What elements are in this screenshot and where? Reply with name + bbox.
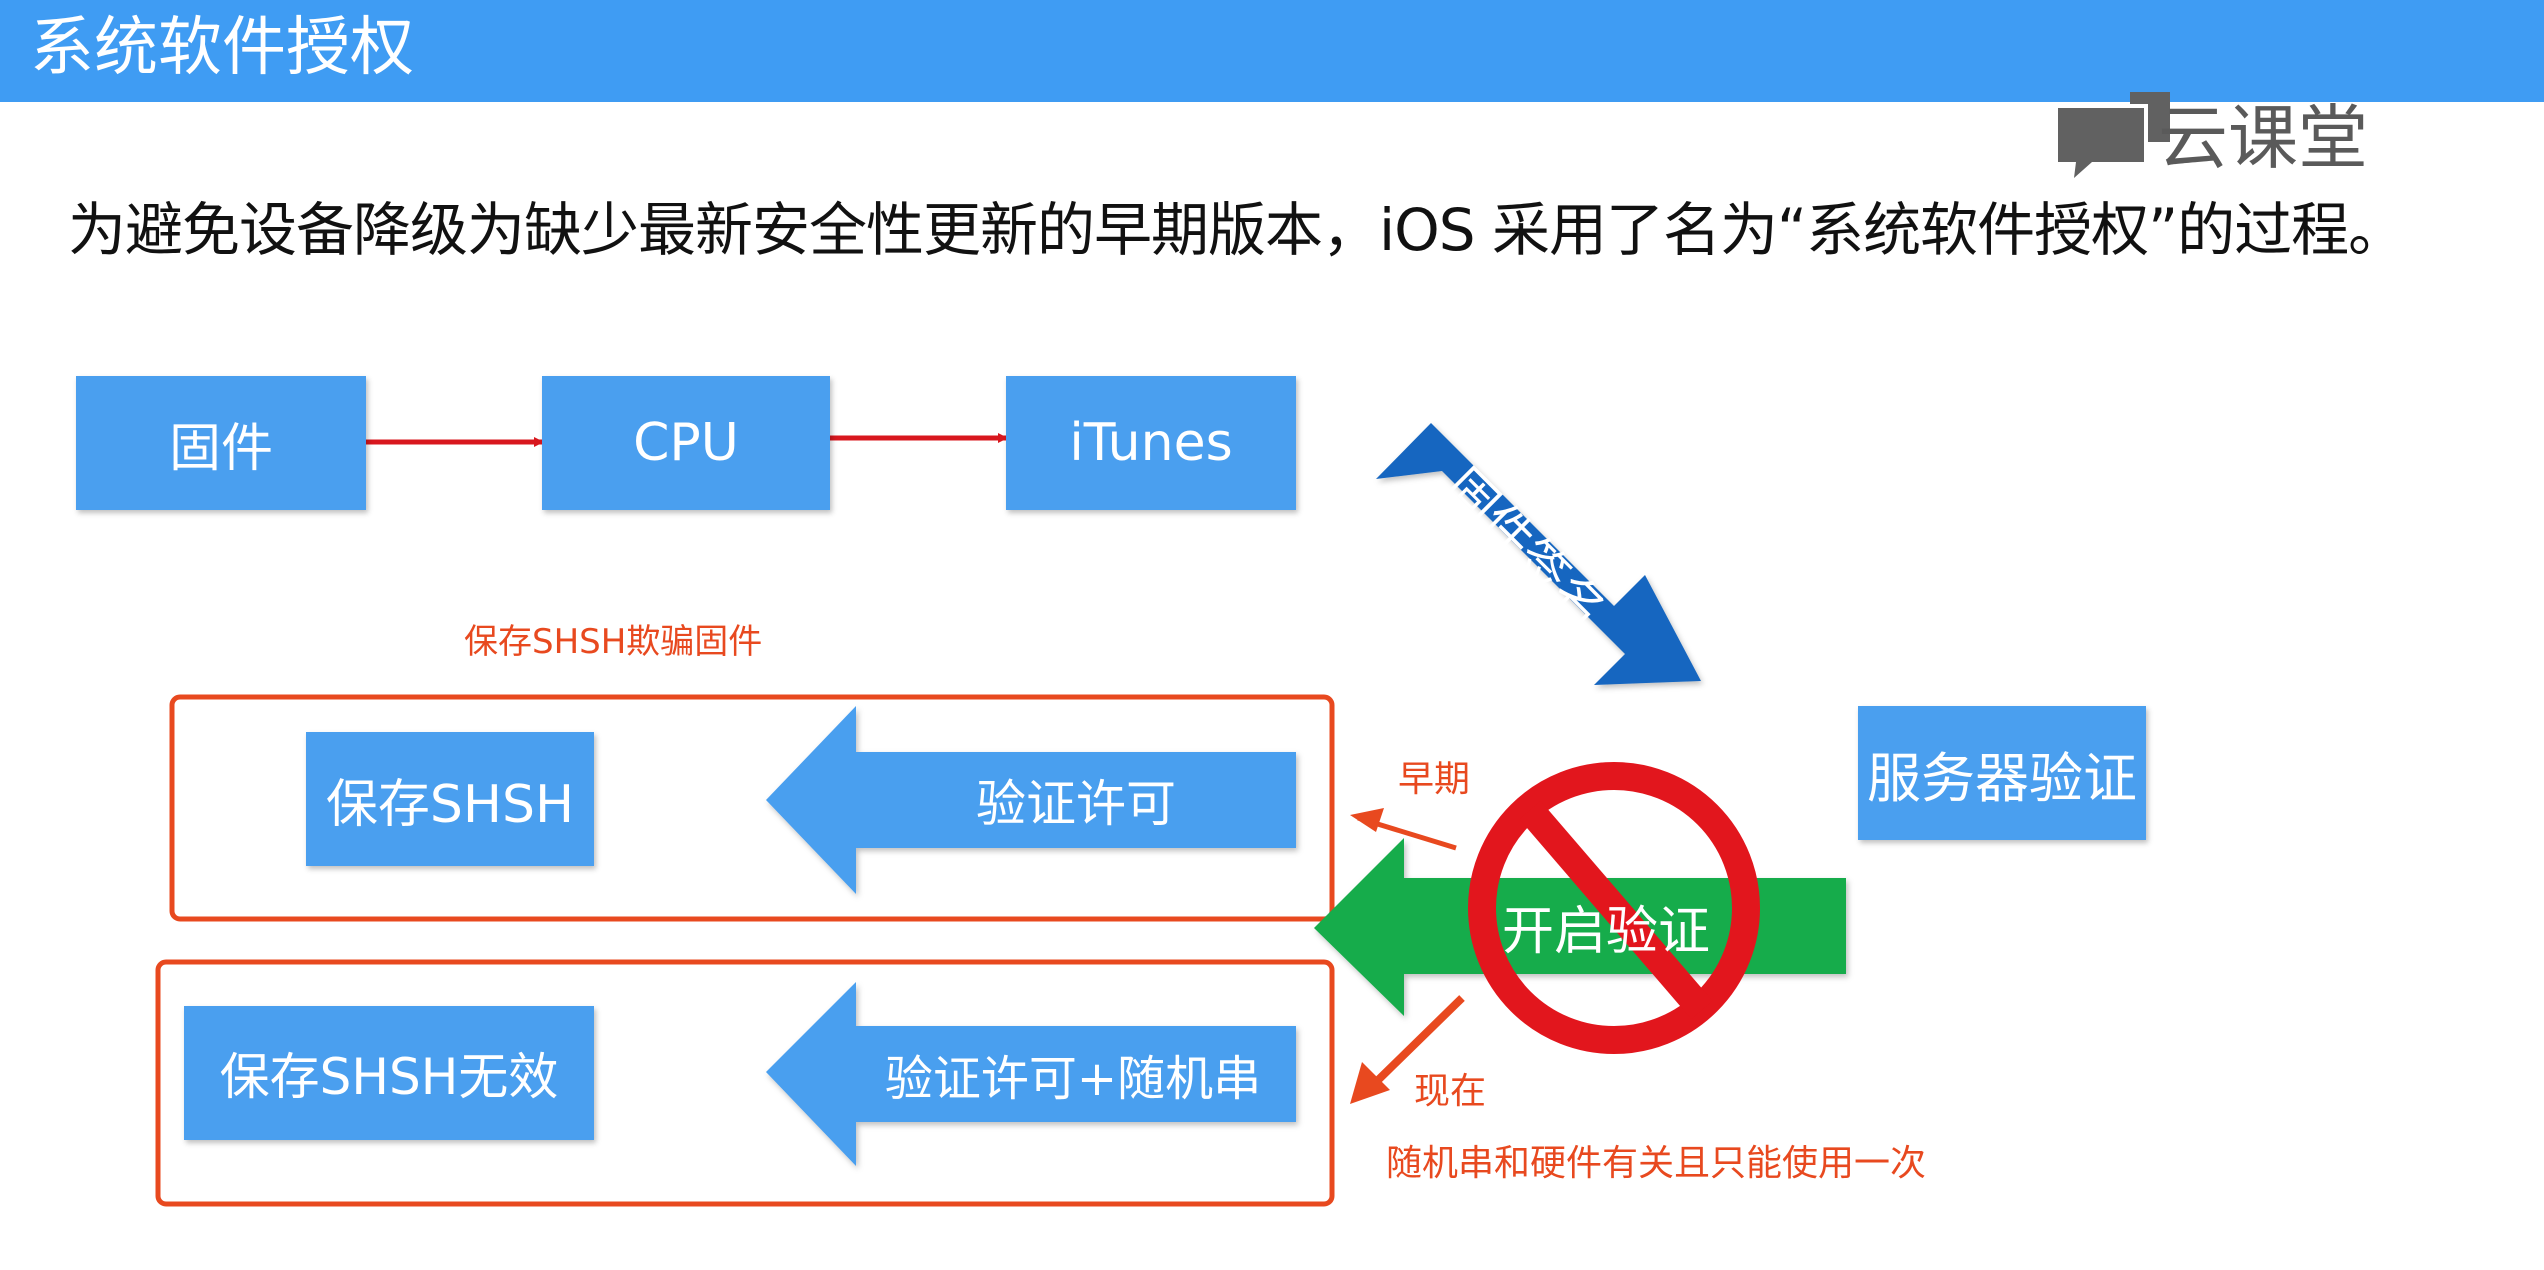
save-shsh-box: 保存SHSH [306, 732, 594, 866]
server-verify-label: 服务器验证 [1867, 746, 2137, 810]
firmware-label: 固件 [168, 418, 273, 479]
cpu-label: CPU [633, 413, 739, 473]
firmware-sign-arrow [1376, 423, 1701, 685]
chat-bubble-logo-icon [2058, 92, 2170, 178]
cpu-box: CPU [542, 376, 830, 510]
now-verify-arrow [766, 982, 1296, 1166]
prohibited-sign-icon [1468, 762, 1760, 1054]
early-verify-arrow [766, 706, 1296, 894]
itunes-label: iTunes [1069, 413, 1233, 473]
early-note: 保存SHSH欺骗固件 [464, 622, 763, 662]
server-verify-box: 服务器验证 [1858, 706, 2146, 840]
random-string-note: 随机串和硬件有关且只能使用一次 [1386, 1143, 1927, 1184]
now-verify-label: 验证许可+随机串 [884, 1051, 1262, 1107]
now-label: 现在 [1414, 1071, 1487, 1112]
save-shsh-invalid-box: 保存SHSH无效 [184, 1006, 594, 1140]
early-label: 早期 [1398, 759, 1471, 800]
now-pointer-arrow [1369, 995, 1465, 1089]
header-bar: 系统软件授权 [0, 0, 2544, 102]
early-verify-label: 验证许可 [976, 775, 1176, 833]
save-shsh-label: 保存SHSH [325, 774, 575, 835]
enable-verify-label: 开启验证 [1502, 901, 1711, 962]
firmware-box: 固件 [76, 376, 366, 510]
page-title: 系统软件授权 [30, 11, 414, 85]
intro-sentence: 为避免设备降级为缺少最新安全性更新的早期版本，iOS 采用了名为“系统软件授权”… [68, 196, 2406, 264]
logo-text: 云课堂 [2158, 97, 2368, 179]
early-frame [169, 694, 1335, 922]
enable-verify-arrow [1314, 838, 1846, 1016]
now-frame [155, 959, 1335, 1207]
save-shsh-invalid-label: 保存SHSH无效 [219, 1048, 559, 1106]
itunes-box: iTunes [1006, 376, 1296, 510]
